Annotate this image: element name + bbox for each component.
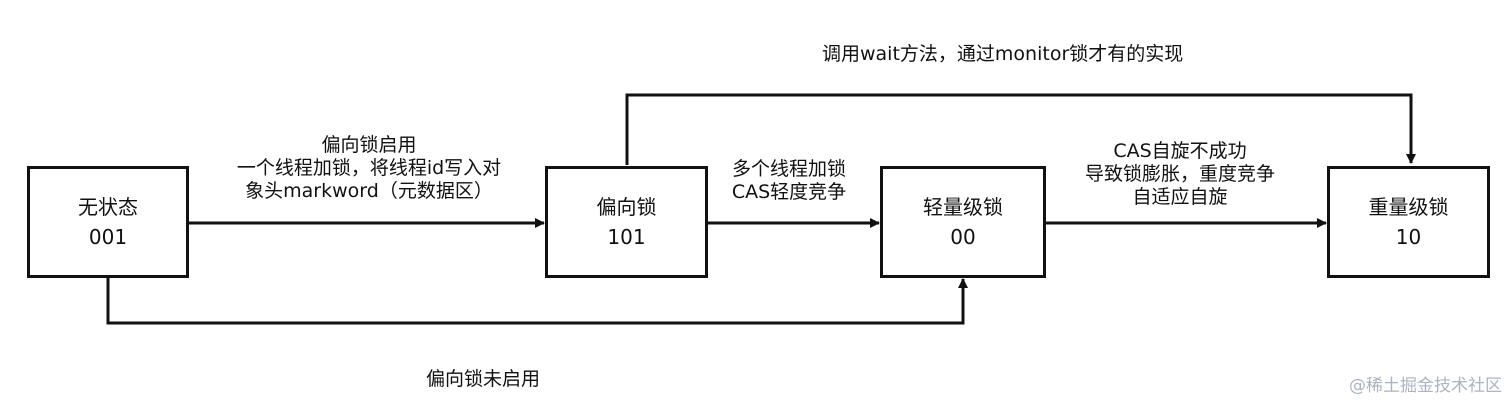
edge-label-cas-fail-line2: 导致锁膨胀，重度竞争 <box>1084 163 1275 185</box>
watermark: @稀土掘金技术社区 <box>1349 376 1502 396</box>
edge-label-cas-fail-line1: CAS自旋不成功 <box>1113 140 1247 162</box>
node-biased-lock: 偏向锁 101 <box>545 166 708 278</box>
node-no-lock: 无状态 001 <box>27 166 189 278</box>
edge-label-cas-fail-line3: 自适应自旋 <box>1132 186 1228 208</box>
node-lightweight-lock: 轻量级锁 00 <box>880 166 1046 278</box>
edge-biased-to-heavyweight <box>625 93 1416 165</box>
node-lightweight-lock-name: 轻量级锁 <box>923 195 1003 219</box>
edge-label-bias-enabled-line2: 一个线程加锁，将线程id写入对 <box>236 157 502 179</box>
node-biased-lock-bits: 101 <box>607 225 646 249</box>
node-heavyweight-lock-bits: 10 <box>1395 225 1422 249</box>
edge-label-bias-enabled: 偏向锁启用 一个线程加锁，将线程id写入对 象头markword（元数据区） <box>218 134 520 203</box>
edge-label-multi-thread: 多个线程加锁 CAS轻度竞争 <box>713 158 865 204</box>
edge-label-bias-enabled-line3: 象头markword（元数据区） <box>245 180 493 202</box>
node-no-lock-name: 无状态 <box>78 195 138 219</box>
node-heavyweight-lock-name: 重量级锁 <box>1368 195 1449 219</box>
edge-label-bias-disabled: 偏向锁未启用 <box>426 368 541 390</box>
node-lightweight-lock-bits: 00 <box>950 225 976 249</box>
node-biased-lock-name: 偏向锁 <box>596 195 657 219</box>
edge-label-multi-thread-line1: 多个线程加锁 <box>731 158 846 180</box>
edge-no-lock-to-lightweight <box>106 278 968 325</box>
node-no-lock-bits: 001 <box>88 225 128 249</box>
edge-label-wait-call: 调用wait方法，通过monitor锁才有的实现 <box>822 43 1184 65</box>
edge-label-multi-thread-line2: CAS轻度竞争 <box>731 181 847 203</box>
edge-label-bias-enabled-line1: 偏向锁启用 <box>321 134 417 156</box>
node-heavyweight-lock: 重量级锁 10 <box>1327 166 1490 278</box>
edge-label-cas-fail: CAS自旋不成功 导致锁膨胀，重度竞争 自适应自旋 <box>1068 140 1292 209</box>
